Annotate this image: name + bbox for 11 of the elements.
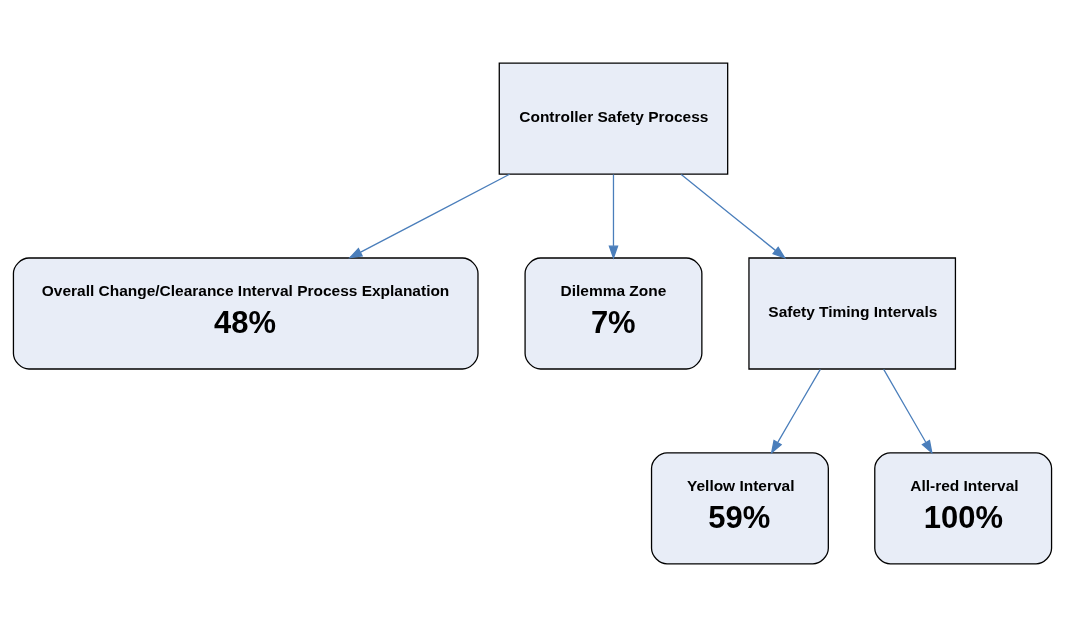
arrow: [883, 368, 933, 455]
node-box: Safety Timing Intervals: [748, 257, 957, 370]
arrow: [770, 368, 821, 455]
arrow: [680, 173, 787, 260]
node-box: Overall Change/Clearance Interval Process Explanation 48%: [12, 257, 479, 370]
node-box: Yellow Interval 59%: [650, 452, 829, 565]
arrow: [348, 173, 511, 259]
arrow: [608, 173, 619, 260]
node-box: Dilemma Zone 7%: [524, 257, 703, 370]
node-box: All-red Interval 100%: [874, 452, 1053, 565]
node-box: Controller Safety Process: [498, 62, 729, 175]
